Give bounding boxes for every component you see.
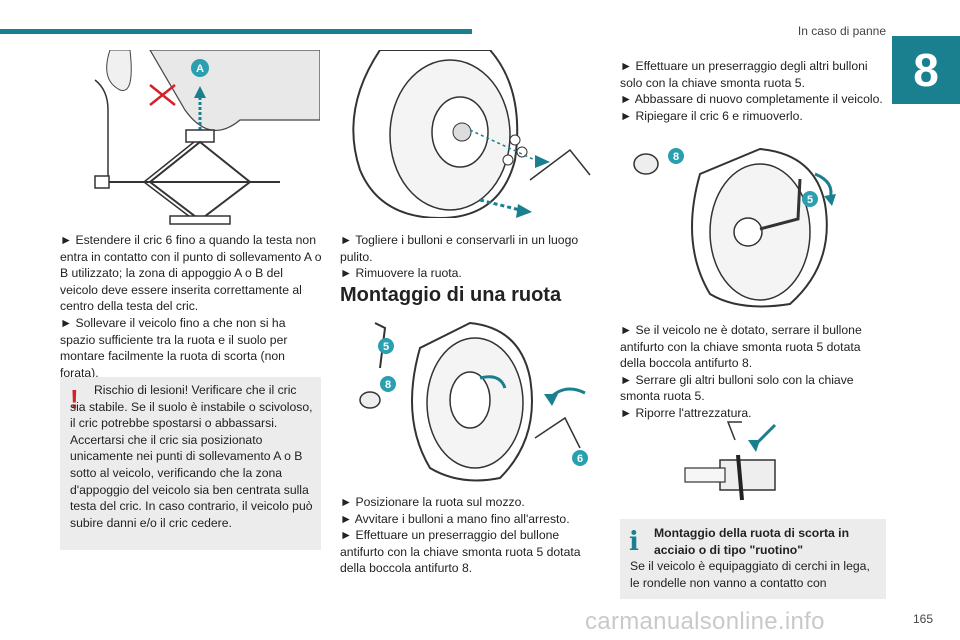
tighten-antitheft-illustration: 8 5 <box>633 147 836 308</box>
instruction-lift-vehicle: ► Sollevare il veicolo fino a che non si… <box>60 315 288 380</box>
section-heading: Montaggio di una ruota <box>340 284 562 306</box>
instruction-position-wheel: ► Posizionare la ruota sul mozzo. <box>340 495 525 509</box>
header-accent-bar <box>0 29 472 34</box>
info-body: Se il veicolo è equipaggiato di cerchi i… <box>630 559 870 590</box>
instruction-store-tools: ► Riporre l'attrezzatura. <box>620 405 752 420</box>
instruction-tighten-antitheft: ► Se il veicolo ne è dotato, serrare il … <box>620 323 862 371</box>
label-8: 8 <box>385 379 391 391</box>
info-content: Montaggio della ruota di scorta in accia… <box>630 525 880 591</box>
label-6: 6 <box>577 453 583 465</box>
label-8: 8 <box>673 151 679 163</box>
remove-bolts-illustration <box>352 50 591 218</box>
info-title: Montaggio della ruota di scorta in accia… <box>654 526 850 557</box>
column-2-top-text: ► Togliere i bulloni e conservarli in un… <box>340 232 602 282</box>
page-number: 165 <box>913 612 934 626</box>
section-title: In caso di panne <box>797 24 886 38</box>
warning-box: ! Rischio di lesioni! Verificare che il … <box>60 377 321 550</box>
instruction-fold-jack: ► Ripiegare il cric 6 e rimuoverlo. <box>620 108 803 123</box>
label-circle <box>191 59 209 77</box>
instruction-tighten-others: ► Serrare gli altri bulloni solo con la … <box>620 372 854 404</box>
column-1-text: ► Estendere il cric 6 fino a quando la t… <box>60 232 322 381</box>
info-box: i Montaggio della ruota di scorta in acc… <box>620 519 886 599</box>
mount-wheel-illustration: 5 8 6 <box>359 321 588 482</box>
warning-text: Rischio di lesioni! Verificare che il cr… <box>70 383 313 530</box>
instruction-pretighten-others: ► Effettuare un preserraggio degli altri… <box>620 59 868 90</box>
instruction-extend-jack: ► Estendere il cric 6 fino a quando la t… <box>60 233 322 314</box>
instruction-screw-bolts: ► Avvitare i bulloni a mano fino all'arr… <box>340 511 570 526</box>
instruction-remove-wheel: ► Rimuovere la ruota. <box>340 266 462 281</box>
label-5: 5 <box>383 341 389 353</box>
jack-illustration: A <box>90 50 320 226</box>
column-2-bottom-text: ► Posizionare la ruota sul mozzo. ► Avvi… <box>340 494 602 577</box>
wheel-bolt-illustration <box>684 421 777 501</box>
instruction-lower-vehicle: ► Abbassare di nuovo completamente il ve… <box>620 92 883 107</box>
label-a: A <box>196 63 204 75</box>
column-3-mid-text: ► Se il veicolo ne è dotato, serrare il … <box>620 322 888 422</box>
instruction-remove-bolts: ► Togliere i bulloni e conservarli in un… <box>340 233 579 264</box>
info-icon: i <box>629 527 639 557</box>
watermark: carmanualsonline.info <box>585 608 825 635</box>
chapter-badge: 8 <box>892 36 960 104</box>
label-5: 5 <box>807 194 813 206</box>
instruction-pretighten-antitheft: ► Effettuare un preserraggio del bullone… <box>340 528 581 576</box>
column-3-top-text: ► Effettuare un preserraggio degli altri… <box>620 58 888 124</box>
warning-icon: ! <box>70 384 79 414</box>
